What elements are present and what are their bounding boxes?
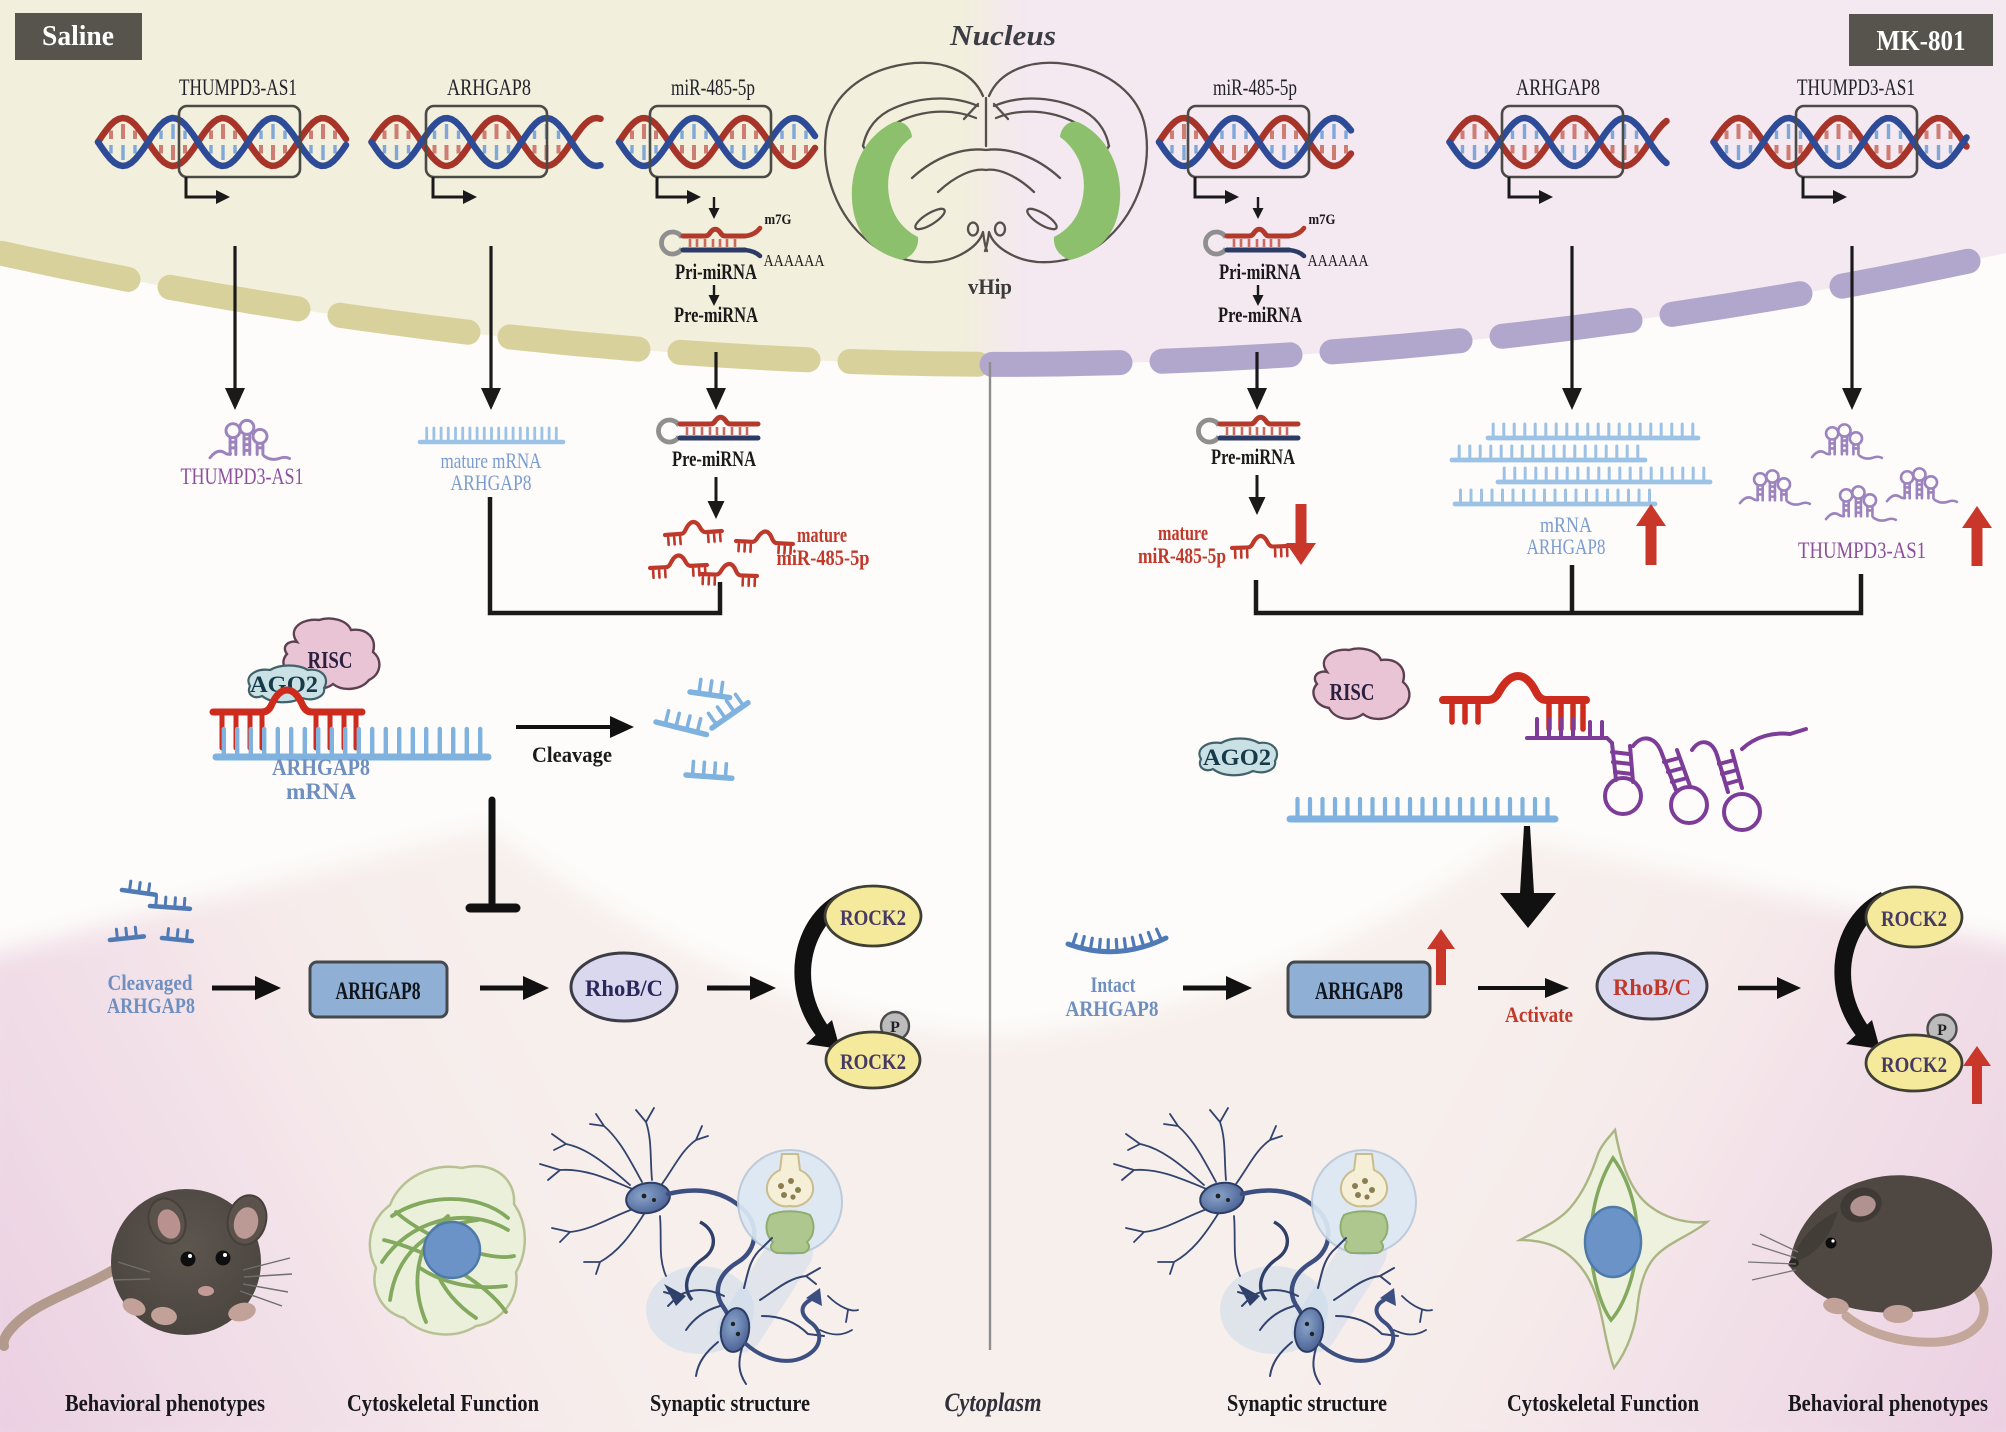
svg-text:miR-485-5p: miR-485-5p xyxy=(671,75,755,100)
svg-text:Nucleus: Nucleus xyxy=(949,21,1056,52)
svg-text:MK-801: MK-801 xyxy=(1877,26,1966,57)
svg-text:Cleavaged: Cleavaged xyxy=(108,970,193,995)
svg-text:ARHGAP8: ARHGAP8 xyxy=(336,978,421,1005)
svg-text:Cytoskeletal Function: Cytoskeletal Function xyxy=(1507,1391,1699,1417)
svg-text:ROCK2: ROCK2 xyxy=(1881,906,1947,931)
svg-text:ARHGAP8: ARHGAP8 xyxy=(272,755,370,780)
svg-text:P: P xyxy=(1937,1022,1947,1039)
svg-text:Activate: Activate xyxy=(1505,1002,1573,1027)
svg-text:Pri-miRNA: Pri-miRNA xyxy=(675,259,757,284)
svg-text:Behavioral phenotypes: Behavioral phenotypes xyxy=(1788,1391,1988,1417)
svg-text:ARHGAP8: ARHGAP8 xyxy=(1516,75,1600,100)
svg-text:AAAAAA: AAAAAA xyxy=(1308,251,1370,270)
svg-text:Cytoskeletal Function: Cytoskeletal Function xyxy=(347,1391,539,1417)
svg-text:Pre-miRNA: Pre-miRNA xyxy=(1211,444,1295,469)
svg-text:Cytoplasm: Cytoplasm xyxy=(945,1388,1042,1417)
svg-text:Pre-miRNA: Pre-miRNA xyxy=(674,302,758,327)
svg-text:miR-485-5p: miR-485-5p xyxy=(1138,543,1226,568)
svg-text:RhoB/C: RhoB/C xyxy=(1613,975,1691,1000)
svg-text:ARHGAP8: ARHGAP8 xyxy=(1066,996,1159,1021)
svg-text:vHip: vHip xyxy=(968,274,1012,299)
svg-text:mature: mature xyxy=(1158,520,1208,545)
svg-text:ARHGAP8: ARHGAP8 xyxy=(1527,534,1606,559)
svg-text:THUMPD3-AS1: THUMPD3-AS1 xyxy=(1798,538,1926,563)
svg-text:Pre-miRNA: Pre-miRNA xyxy=(1218,302,1302,327)
svg-text:ARHGAP8: ARHGAP8 xyxy=(107,993,195,1018)
svg-text:AAAAAA: AAAAAA xyxy=(764,251,826,270)
svg-text:ROCK2: ROCK2 xyxy=(1881,1052,1947,1077)
svg-text:Cleavage: Cleavage xyxy=(532,742,612,767)
svg-text:Pri-miRNA: Pri-miRNA xyxy=(1219,259,1301,284)
svg-text:mature: mature xyxy=(797,522,847,547)
svg-text:mRNA: mRNA xyxy=(286,779,356,804)
svg-text:P: P xyxy=(890,1019,900,1036)
svg-text:RhoB/C: RhoB/C xyxy=(585,976,663,1001)
svg-text:THUMPD3-AS1: THUMPD3-AS1 xyxy=(1797,75,1915,100)
svg-text:ROCK2: ROCK2 xyxy=(840,1049,906,1074)
svg-text:Synaptic structure: Synaptic structure xyxy=(650,1391,810,1417)
svg-text:miR-485-5p: miR-485-5p xyxy=(1213,75,1297,100)
svg-text:mRNA: mRNA xyxy=(1540,512,1592,537)
svg-text:mature mRNA: mature mRNA xyxy=(441,448,542,473)
svg-text:miR-485-5p: miR-485-5p xyxy=(777,545,870,570)
svg-text:THUMPD3-AS1: THUMPD3-AS1 xyxy=(179,75,297,100)
svg-text:ARHGAP8: ARHGAP8 xyxy=(451,470,532,495)
svg-text:ROCK2: ROCK2 xyxy=(840,905,906,930)
svg-text:Behavioral phenotypes: Behavioral phenotypes xyxy=(65,1391,265,1417)
svg-text:Synaptic structure: Synaptic structure xyxy=(1227,1391,1387,1417)
svg-text:Saline: Saline xyxy=(42,21,114,52)
svg-text:Intact: Intact xyxy=(1091,972,1137,997)
svg-text:THUMPD3-AS1: THUMPD3-AS1 xyxy=(181,464,304,489)
svg-text:RISC: RISC xyxy=(1330,680,1375,706)
svg-text:Pre-miRNA: Pre-miRNA xyxy=(672,446,756,471)
svg-text:m7G: m7G xyxy=(765,212,792,228)
svg-text:AGO2: AGO2 xyxy=(1203,745,1271,770)
svg-text:ARHGAP8: ARHGAP8 xyxy=(1315,978,1403,1005)
svg-text:m7G: m7G xyxy=(1309,212,1336,228)
svg-text:ARHGAP8: ARHGAP8 xyxy=(447,75,531,100)
